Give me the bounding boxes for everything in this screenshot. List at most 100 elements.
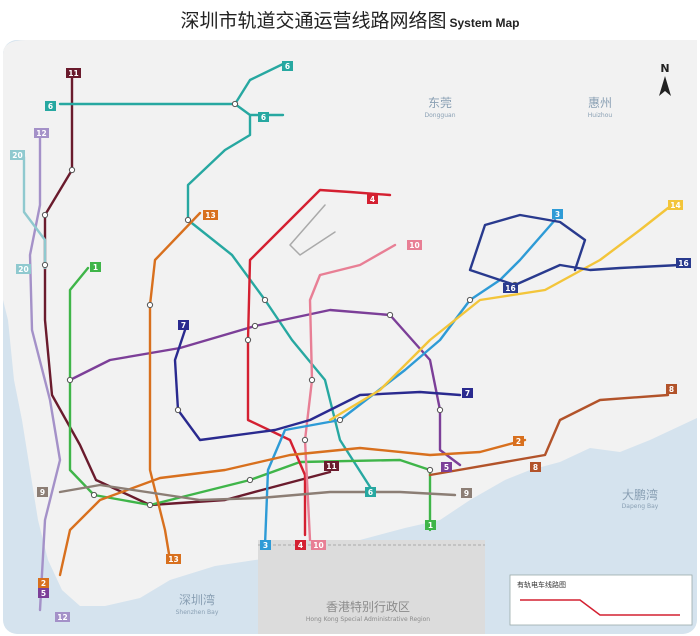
station-interchange <box>174 406 182 414</box>
tram-legend: 有轨电车线路图 <box>509 574 693 626</box>
line-badge-number: 6 <box>48 102 53 111</box>
line-badge: 4 <box>295 540 306 550</box>
line-badge: 11 <box>324 461 339 471</box>
map-title-en: System Map <box>449 16 520 30</box>
line-badge: 12 <box>55 612 70 622</box>
region-hong-kong-en: Hong Kong Special Administrative Region <box>306 616 430 623</box>
line-6-route <box>58 62 374 492</box>
station-interchange <box>436 406 444 414</box>
line-badge-box <box>10 150 25 160</box>
line-badge: 3 <box>552 209 563 219</box>
line-badge: 16 <box>676 258 691 268</box>
line-badge-number: 9 <box>40 488 45 497</box>
station-interchange <box>146 301 154 309</box>
line-7-route <box>173 328 462 442</box>
line-badge: 8 <box>666 384 677 394</box>
station-interchange <box>466 296 474 304</box>
line-badge-number: 3 <box>263 541 268 550</box>
region-hong-kong: 香港特别行政区 <box>326 599 410 614</box>
line-badge-number: 2 <box>41 579 46 588</box>
line-badge: 20 <box>16 264 31 274</box>
line-badge-box <box>295 540 306 550</box>
line-badge-number: 1 <box>428 521 433 530</box>
station-interchange <box>301 436 309 444</box>
line-badge-box <box>666 384 677 394</box>
line-badge: 7 <box>178 320 189 330</box>
line-badge-number: 8 <box>669 385 674 394</box>
line-badge-box <box>367 194 378 204</box>
station-interchange <box>246 476 254 484</box>
tram-legend-title: 有轨电车线路图 <box>517 580 566 589</box>
line-badge-box <box>38 578 49 588</box>
line-badge: 14 <box>668 200 683 210</box>
line-5-route <box>68 308 462 467</box>
map-title-zh: 深圳市轨道交通运营线路网络图 <box>180 10 447 32</box>
line-badge-box <box>441 462 452 472</box>
line-badge-number: 4 <box>370 195 375 204</box>
line-badge-number: 8 <box>533 463 538 472</box>
line-badge-number: 9 <box>464 489 469 498</box>
line-badge-box <box>462 388 473 398</box>
line-badge-number: 11 <box>68 69 78 78</box>
line-badge-number: 13 <box>205 211 215 220</box>
station-interchange <box>41 261 49 269</box>
line-badge-number: 5 <box>444 463 449 472</box>
line-badge-number: 20 <box>12 151 22 160</box>
line-badge-box <box>34 128 49 138</box>
station-interchange <box>66 376 74 384</box>
station-interchange <box>41 211 49 219</box>
line-badge: 4 <box>367 194 378 204</box>
line-badge-box <box>90 262 101 272</box>
line-badge-box <box>16 264 31 274</box>
station-interchange <box>244 336 252 344</box>
line-badge-box <box>311 540 326 550</box>
line-badge: 5 <box>38 588 49 598</box>
line-12-route <box>28 128 62 612</box>
line-badge: 9 <box>461 488 472 498</box>
station-interchange <box>386 311 394 319</box>
line-badge-box <box>530 462 541 472</box>
line-badge-number: 6 <box>368 488 373 497</box>
line-badge-number: 13 <box>168 555 178 564</box>
line-badge-box <box>407 240 422 250</box>
line-badge: 13 <box>166 554 181 564</box>
line-badge: 3 <box>260 540 271 550</box>
station-interchange <box>426 466 434 474</box>
line-badge-box <box>676 258 691 268</box>
line-badge-box <box>38 588 49 598</box>
land-hong-kong <box>258 540 485 634</box>
station-interchange <box>231 100 239 108</box>
line-3-route <box>263 218 557 547</box>
region-dongguan-en: Dongguan <box>425 112 456 119</box>
line-badge-box <box>461 488 472 498</box>
line-badge-box <box>203 210 218 220</box>
line-badge-number: 16 <box>505 284 515 293</box>
line-badge-number: 7 <box>181 321 186 330</box>
line-badge-box <box>282 61 293 71</box>
line-badge: 12 <box>34 128 49 138</box>
station-interchange <box>184 216 192 224</box>
line-badge-number: 6 <box>261 113 266 122</box>
region-dongguan: 东莞 <box>428 96 452 110</box>
station-interchange <box>68 166 76 174</box>
line-13-route <box>148 211 202 562</box>
station-interchange <box>261 296 269 304</box>
tram-route <box>289 204 336 256</box>
line-badge-number: 11 <box>326 462 336 471</box>
line-badge: 1 <box>425 520 436 530</box>
line-badge-number: 1 <box>93 263 98 272</box>
line-badge-number: 5 <box>41 589 46 598</box>
line-16-route <box>468 213 682 287</box>
line-8-route <box>428 393 670 477</box>
line-badge: 8 <box>530 462 541 472</box>
north-arrow-icon <box>659 76 671 96</box>
land-shenzhen <box>3 40 697 606</box>
line-badge-number: 7 <box>465 389 470 398</box>
line-badge: 6 <box>45 101 56 111</box>
station-interchange <box>308 376 316 384</box>
line-11-route <box>43 76 332 507</box>
line-badge-number: 14 <box>670 201 680 210</box>
line-badge-box <box>503 283 518 293</box>
line-badge-number: 16 <box>678 259 688 268</box>
